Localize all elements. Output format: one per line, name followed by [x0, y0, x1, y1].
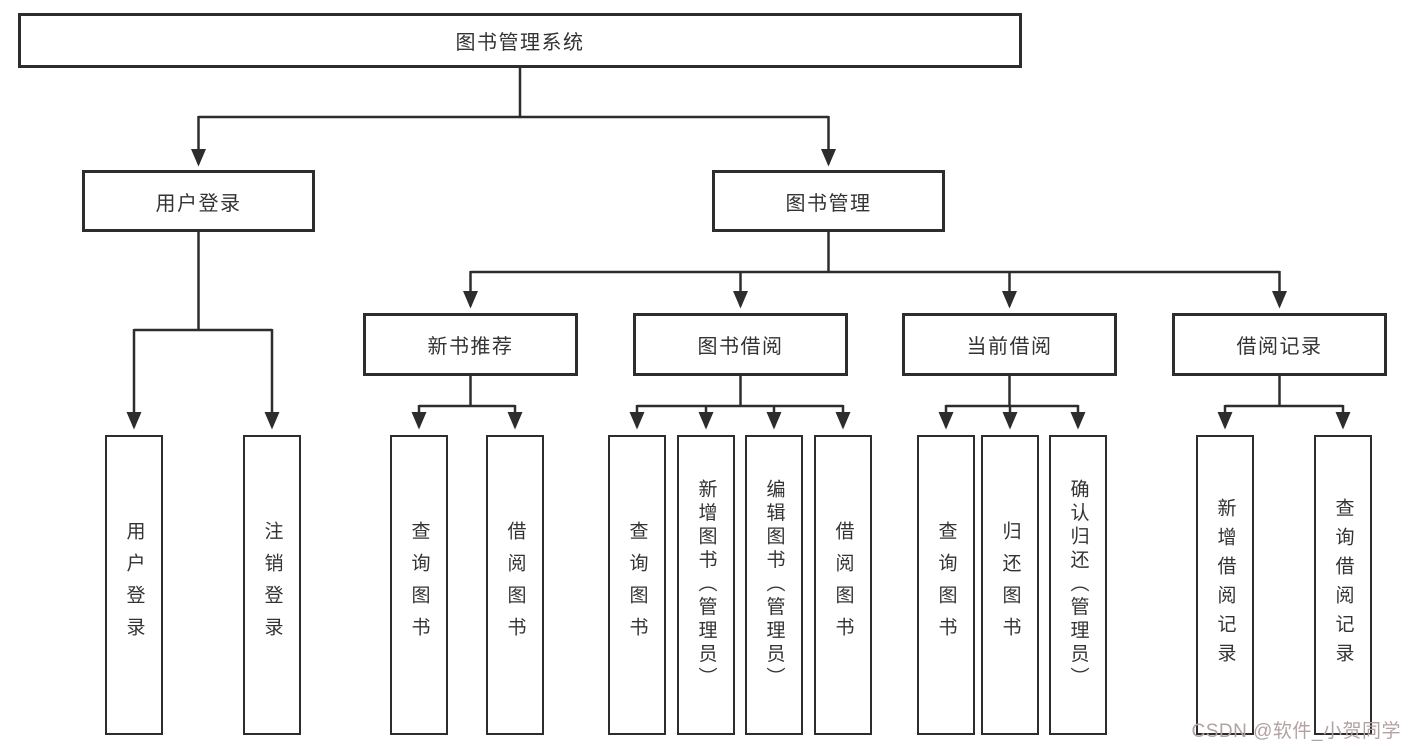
- node-current-borrow: 当前借阅: [902, 313, 1117, 376]
- leaf-current-query-books: 查询图书: [917, 435, 975, 735]
- leaf-borrow-query-books: 查询图书: [608, 435, 666, 735]
- leaf-return-books: 归还图书: [981, 435, 1039, 735]
- node-book-management: 图书管理: [712, 170, 945, 232]
- leaf-confirm-return-admin: 确认归还（管理员）: [1049, 435, 1107, 735]
- leaf-add-borrow-record: 新增借阅记录: [1196, 435, 1254, 735]
- node-new-book-recommend: 新书推荐: [363, 313, 578, 376]
- leaf-logout: 注销登录: [243, 435, 301, 735]
- leaf-edit-books-admin: 编辑图书（管理员）: [745, 435, 803, 735]
- leaf-add-books-admin: 新增图书（管理员）: [677, 435, 735, 735]
- leaf-borrow-books: 借阅图书: [814, 435, 872, 735]
- node-book-borrow: 图书借阅: [633, 313, 848, 376]
- leaf-query-borrow-record: 查询借阅记录: [1314, 435, 1372, 735]
- leaf-user-login: 用户登录: [105, 435, 163, 735]
- leaf-newbook-borrow-books: 借阅图书: [486, 435, 544, 735]
- node-root-system: 图书管理系统: [18, 13, 1022, 68]
- node-user-login: 用户登录: [82, 170, 315, 232]
- leaf-newbook-query-books: 查询图书: [390, 435, 448, 735]
- node-borrow-record: 借阅记录: [1172, 313, 1387, 376]
